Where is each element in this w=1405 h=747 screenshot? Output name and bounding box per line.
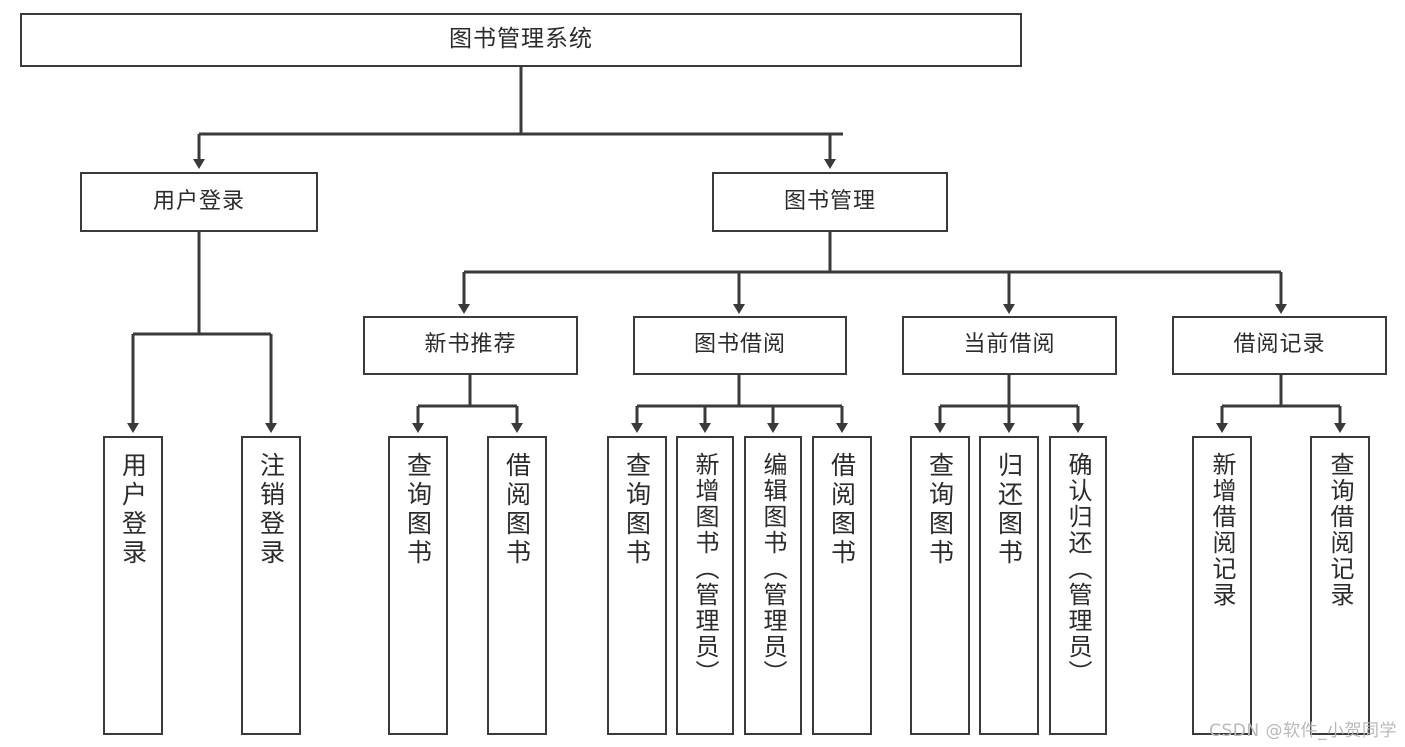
leaf-logout[interactable]: 注销登录: [241, 436, 301, 735]
leaf-query-book-1[interactable]: 查询图书: [388, 436, 448, 735]
leaf-borrow-book-2[interactable]: 借阅图书: [812, 436, 872, 735]
leaf-query-book-3[interactable]: 查询图书: [910, 436, 970, 735]
leaf-return-book-label: 归还图书: [994, 452, 1024, 568]
leaf-add-book[interactable]: 新增图书（管理员）: [676, 436, 734, 735]
node-user-login-label: 用户登录: [152, 188, 245, 214]
leaf-confirm-return[interactable]: 确认归还（管理员）: [1049, 436, 1107, 735]
leaf-user-login[interactable]: 用户登录: [103, 436, 163, 735]
leaf-query-book-3-label: 查询图书: [925, 452, 955, 568]
leaf-borrow-book-1-label: 借阅图书: [502, 452, 532, 568]
leaf-edit-book-label: 编辑图书（管理员）: [759, 452, 787, 686]
node-book-borrow-label: 图书借阅: [693, 332, 786, 358]
node-new-book-rec-label: 新书推荐: [424, 332, 517, 358]
leaf-add-record-label: 新增借阅记录: [1208, 452, 1236, 608]
leaf-query-record[interactable]: 查询借阅记录: [1310, 436, 1370, 735]
leaf-borrow-book-1[interactable]: 借阅图书: [487, 436, 547, 735]
node-user-login[interactable]: 用户登录: [80, 172, 318, 232]
leaf-user-login-label: 用户登录: [118, 452, 148, 568]
leaf-query-book-1-label: 查询图书: [403, 452, 433, 568]
node-root[interactable]: 图书管理系统: [20, 13, 1022, 67]
node-borrow-record[interactable]: 借阅记录: [1172, 316, 1387, 375]
leaf-return-book[interactable]: 归还图书: [979, 436, 1039, 735]
leaf-query-book-2-label: 查询图书: [622, 452, 652, 568]
node-current-borrow[interactable]: 当前借阅: [902, 316, 1117, 375]
node-borrow-record-label: 借阅记录: [1233, 332, 1326, 358]
node-new-book-rec[interactable]: 新书推荐: [363, 316, 578, 375]
leaf-query-book-2[interactable]: 查询图书: [607, 436, 667, 735]
leaf-confirm-return-label: 确认归还（管理员）: [1064, 452, 1092, 686]
node-book-manage[interactable]: 图书管理: [712, 172, 948, 232]
node-book-borrow[interactable]: 图书借阅: [633, 316, 847, 375]
watermark-text: CSDN @软件_小贺同学: [1209, 721, 1397, 741]
node-current-borrow-label: 当前借阅: [963, 332, 1056, 358]
leaf-add-record[interactable]: 新增借阅记录: [1192, 436, 1252, 735]
leaf-borrow-book-2-label: 借阅图书: [827, 452, 857, 568]
leaf-add-book-label: 新增图书（管理员）: [691, 452, 719, 686]
leaf-edit-book[interactable]: 编辑图书（管理员）: [744, 436, 802, 735]
node-book-manage-label: 图书管理: [783, 188, 876, 214]
leaf-logout-label: 注销登录: [256, 452, 286, 568]
leaf-query-record-label: 查询借阅记录: [1326, 452, 1354, 608]
node-root-label: 图书管理系统: [449, 26, 593, 53]
